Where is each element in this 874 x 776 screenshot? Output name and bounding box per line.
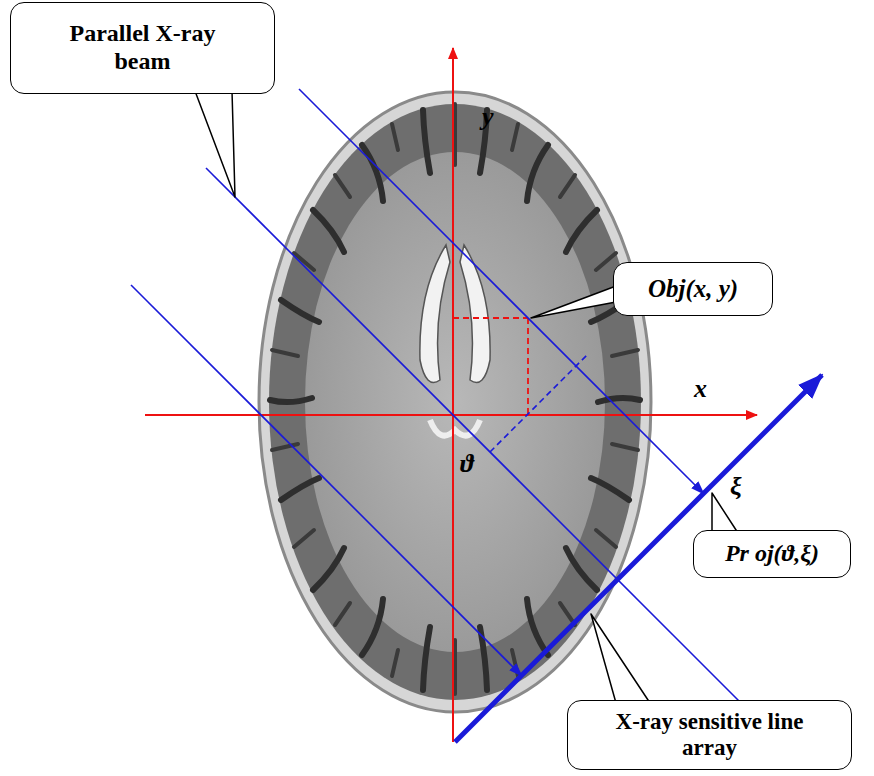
xi-distance-dash [490,353,589,452]
symbol-label: ϑ [460,451,474,477]
callout-tail [195,91,235,197]
callout-text: Parallel X-ray beam [55,20,230,75]
y-axis [452,48,454,742]
callout-box: Obj(x, y) [613,262,773,316]
callout-box: Pr oj(ϑ,ξ) [693,530,851,578]
axis-label: y [482,104,494,130]
x-ray-beam [206,168,750,712]
projection-dash [453,317,528,319]
symbol-label: ξ [730,474,742,500]
callout-box: Parallel X-ray beam [10,2,275,94]
x-ray-beam [131,285,522,676]
callout-tail [591,614,650,703]
detector-array [455,375,822,742]
axis-label: x [694,376,707,402]
x-axis [145,414,757,416]
callout-text: Obj(x, y) [648,275,738,304]
callout-tail [531,286,616,318]
callout-text: X-ray sensitive line array [607,709,812,762]
projection-dash [527,318,529,415]
callout-text: Pr oj(ϑ,ξ) [725,540,819,568]
callout-box: X-ray sensitive line array [567,700,852,770]
